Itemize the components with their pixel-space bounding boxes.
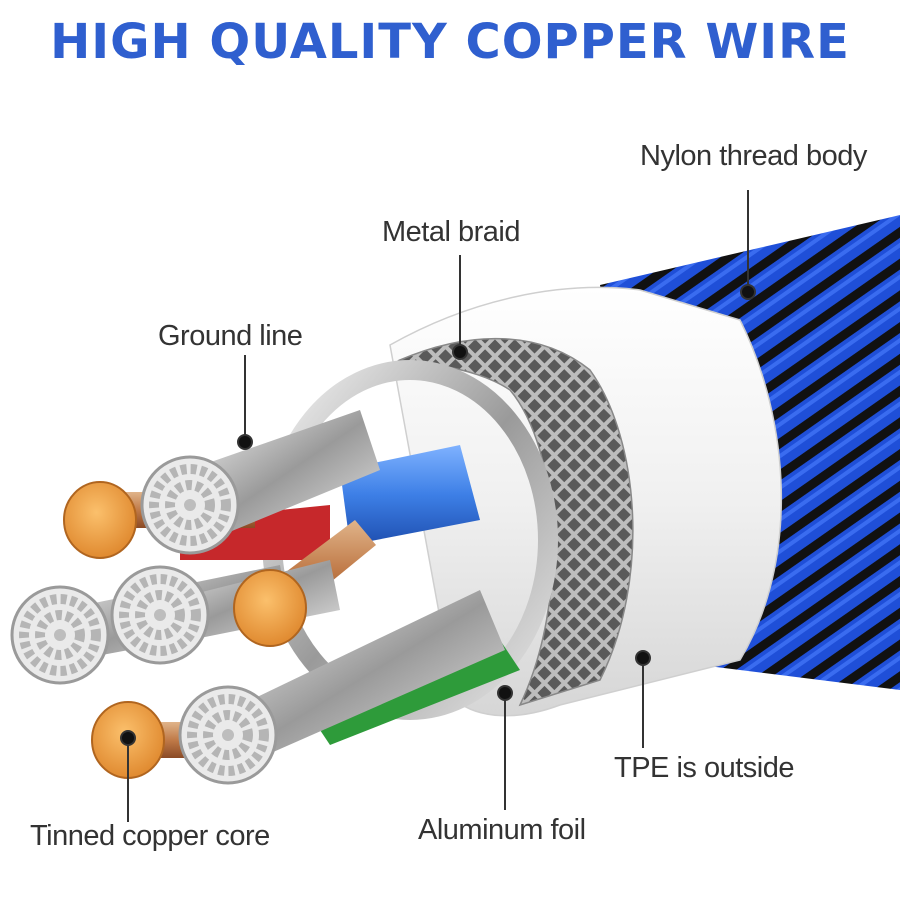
label-nylon-thread-body: Nylon thread body [640, 140, 867, 172]
leader-lines [120, 190, 756, 822]
metal-braid-mesh [397, 337, 634, 707]
strand-bundle-faces [10, 455, 278, 785]
label-aluminum-foil: Aluminum foil [418, 814, 586, 846]
label-tinned-copper-core: Tinned copper core [30, 820, 270, 852]
label-metal-braid: Metal braid [382, 216, 520, 248]
copper-core-faces [63, 481, 307, 779]
label-tpe-outside: TPE is outside [614, 752, 794, 784]
page-title: HIGH QUALITY COPPER WIRE [50, 14, 850, 70]
label-ground-line: Ground line [158, 320, 303, 352]
